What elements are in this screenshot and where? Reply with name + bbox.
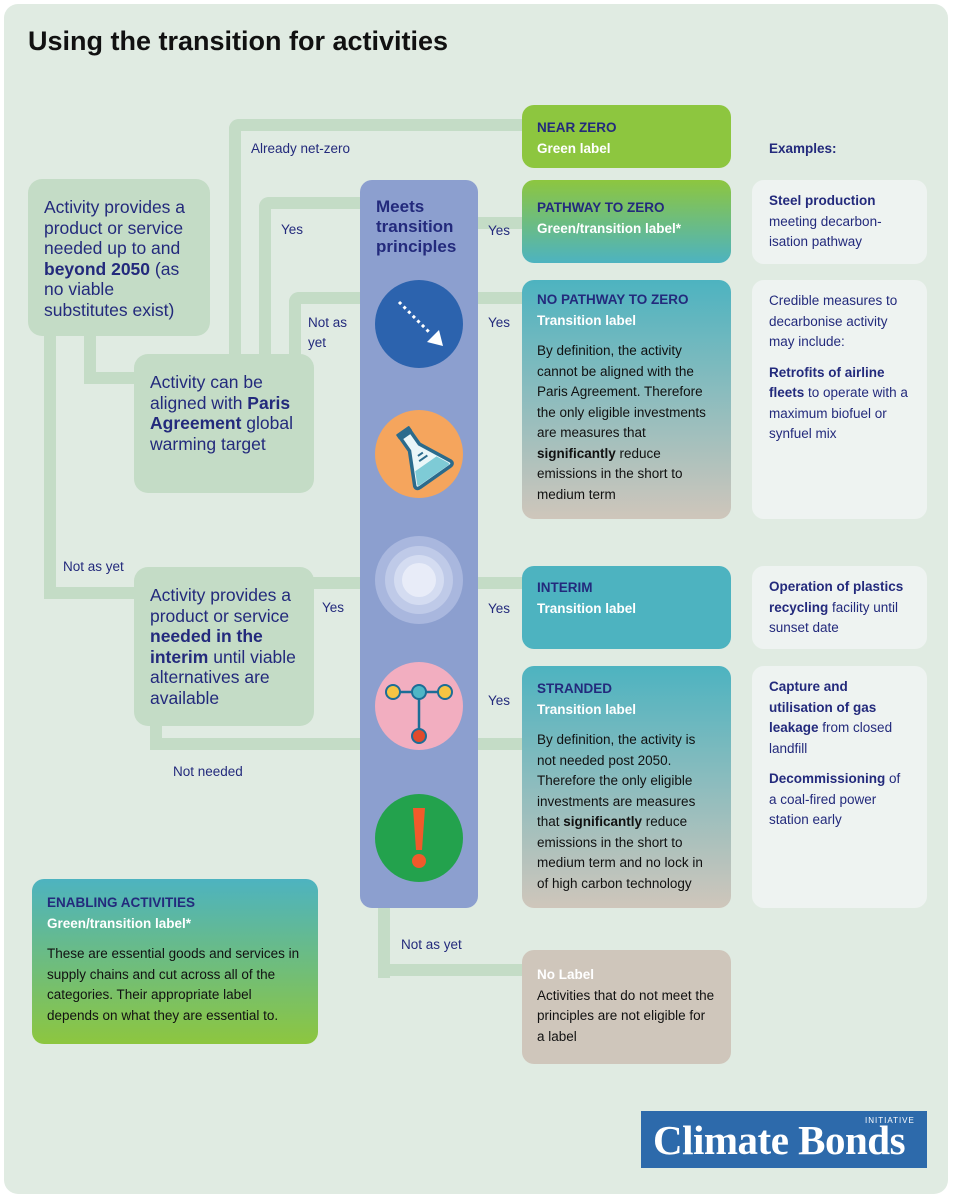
label-already-net-zero: Already net-zero [251, 141, 351, 156]
connector [259, 197, 363, 209]
connector [259, 197, 271, 364]
connector [476, 738, 524, 750]
label-yes: Yes [488, 223, 511, 238]
connector [476, 292, 524, 304]
connector [378, 906, 390, 978]
label-not-needed: Not needed [173, 764, 243, 779]
column-title: Meets transition principles [376, 197, 457, 256]
examples-heading: Examples: [769, 141, 837, 156]
climate-bonds-logo: Climate Bonds INITIATIVE [641, 1111, 927, 1168]
connector [150, 738, 363, 750]
category-interim: INTERIM Transition label [522, 566, 731, 649]
downward-arrow-icon [375, 280, 463, 368]
label-not-as-yet: Not as yet [401, 937, 462, 952]
label-yes: Yes [488, 315, 511, 330]
flask-icon [375, 410, 463, 498]
connector [44, 334, 56, 599]
label-yes: Yes [488, 693, 511, 708]
connector [84, 334, 96, 374]
label-yes: Yes [322, 600, 345, 615]
question-paris-alignment: Activity can be aligned with Paris Agree… [134, 354, 314, 493]
connector [84, 372, 136, 384]
example-airline-fleets: Credible measures to decarbonise activit… [752, 280, 927, 519]
example-gas-capture: Capture and utilisation of gas leakage f… [752, 666, 927, 908]
category-stranded: STRANDED Transition label By definition,… [522, 666, 731, 908]
connector [312, 577, 363, 589]
connector [378, 964, 524, 976]
connector [229, 119, 241, 364]
connector [44, 587, 136, 599]
category-no-label: No Label Activities that do not meet the… [522, 950, 731, 1064]
label-yet: yet [308, 335, 327, 350]
exclamation-icon [375, 794, 463, 882]
label-not-as: Not as [308, 315, 348, 330]
example-steel: Steel production meeting decarbon-isatio… [752, 180, 927, 264]
question-needed-interim: Activity provides a product or service n… [134, 567, 314, 726]
category-pathway-to-zero: PATHWAY TO ZERO Green/transition label* [522, 180, 731, 263]
example-plastics-recycling: Operation of plastics recycling facility… [752, 566, 927, 649]
category-no-pathway-to-zero: NO PATHWAY TO ZERO Transition label By d… [522, 280, 731, 519]
connector [229, 119, 524, 131]
enabling-activities-box: ENABLING ACTIVITIES Green/transition lab… [32, 879, 318, 1044]
label-yes: Yes [281, 222, 304, 237]
network-nodes-icon [375, 662, 463, 750]
question-beyond-2050: Activity provides a product or service n… [28, 179, 210, 336]
label-not-as-yet: Not as yet [63, 559, 124, 574]
category-near-zero: NEAR ZERO Green label [522, 105, 731, 168]
page-title: Using the transition for activities [28, 26, 449, 56]
concentric-circles-icon [375, 536, 463, 624]
connector [476, 217, 524, 229]
connector [289, 292, 363, 304]
connector [289, 292, 301, 364]
connector [476, 577, 524, 589]
label-yes: Yes [488, 601, 511, 616]
